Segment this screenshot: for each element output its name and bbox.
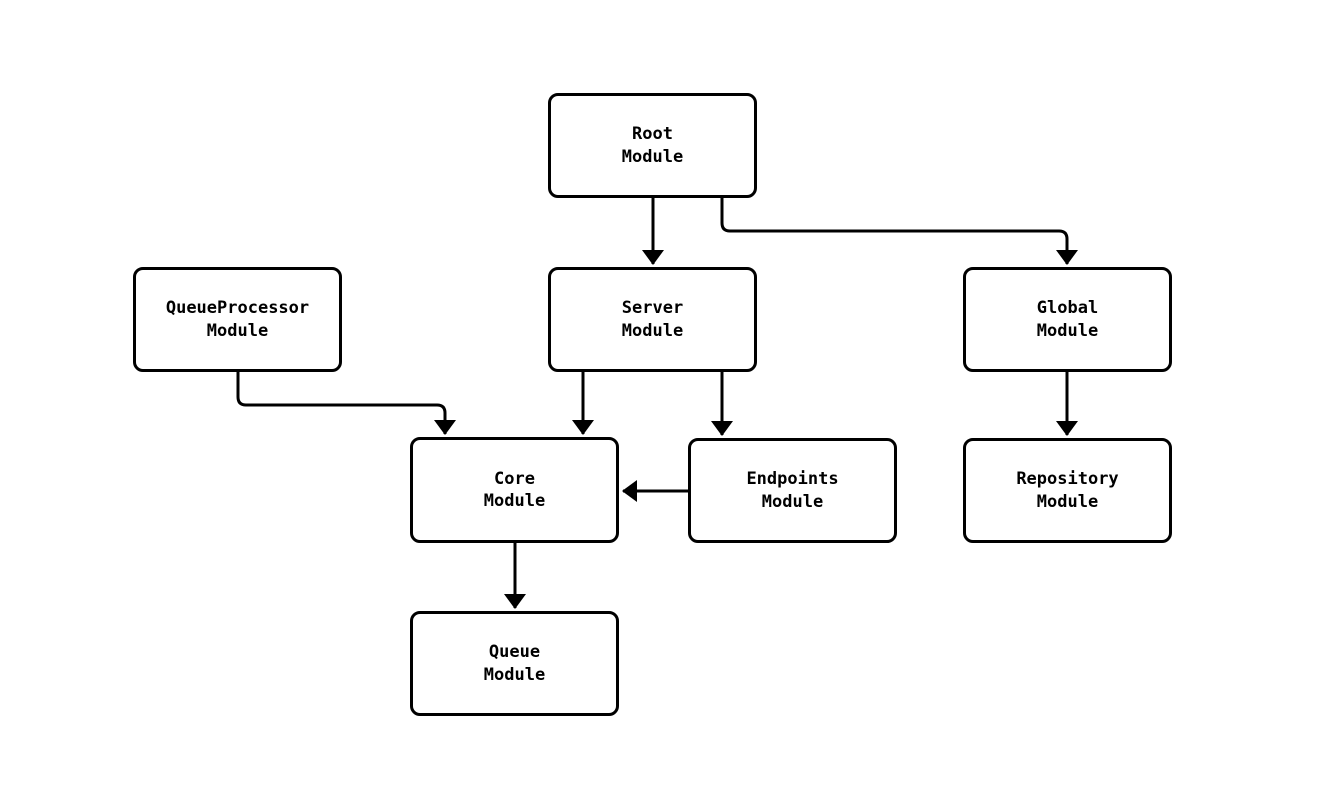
node-core-module: Core Module (410, 437, 619, 543)
node-queue-module: Queue Module (410, 611, 619, 716)
edge-queueprocessor-to-core (236, 372, 456, 435)
node-server-module: Server Module (548, 267, 757, 372)
node-global-module: Global Module (963, 267, 1172, 372)
node-repository-module: Repository Module (963, 438, 1172, 543)
node-root-module: Root Module (548, 93, 757, 198)
node-endpoints-module: Endpoints Module (688, 438, 897, 543)
edge-root-to-global (720, 198, 1078, 265)
node-queueprocessor-module: QueueProcessor Module (133, 267, 342, 372)
